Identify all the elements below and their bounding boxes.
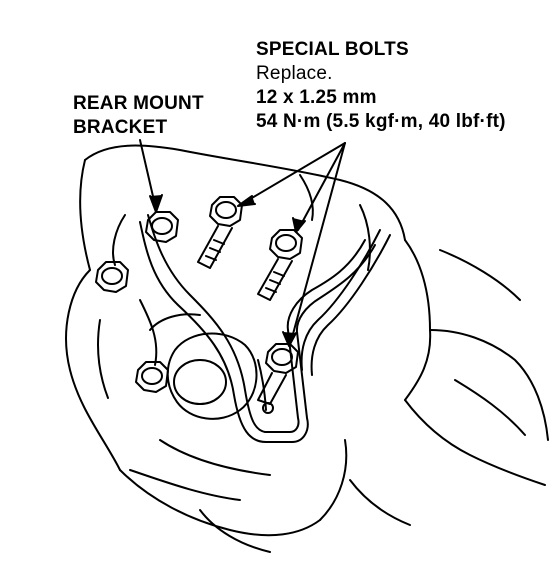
special-bolt-3: [257, 343, 299, 405]
rear-mount-bracket-line2: BRACKET: [73, 117, 168, 138]
transmission-housing: [65, 144, 549, 553]
rear-mount-bracket: [139, 214, 376, 443]
special-bolts-title: SPECIAL BOLTS: [256, 39, 409, 60]
special-bolts-callout: SPECIAL BOLTS Replace. 12 x 1.25 mm 54 N…: [256, 38, 506, 134]
special-bolt-1: [197, 196, 243, 269]
bolts-leader: [237, 142, 346, 347]
special-bolts-note: Replace.: [256, 63, 333, 84]
special-bolts-torque: 54 N·m (5.5 kgf·m, 40 lbf·ft): [256, 111, 506, 132]
harness-strap: [300, 229, 391, 376]
bracket-leader: [139, 139, 163, 213]
rear-mount-bracket-line1: REAR MOUNT: [73, 93, 204, 114]
rear-mount-bracket-callout: REAR MOUNT BRACKET: [73, 92, 204, 140]
nut-lower-left: [135, 361, 169, 393]
nut-left: [95, 261, 129, 293]
special-bolt-2: [257, 229, 303, 301]
special-bolts-size: 12 x 1.25 mm: [256, 87, 377, 108]
nut-upper-left: [145, 211, 179, 243]
